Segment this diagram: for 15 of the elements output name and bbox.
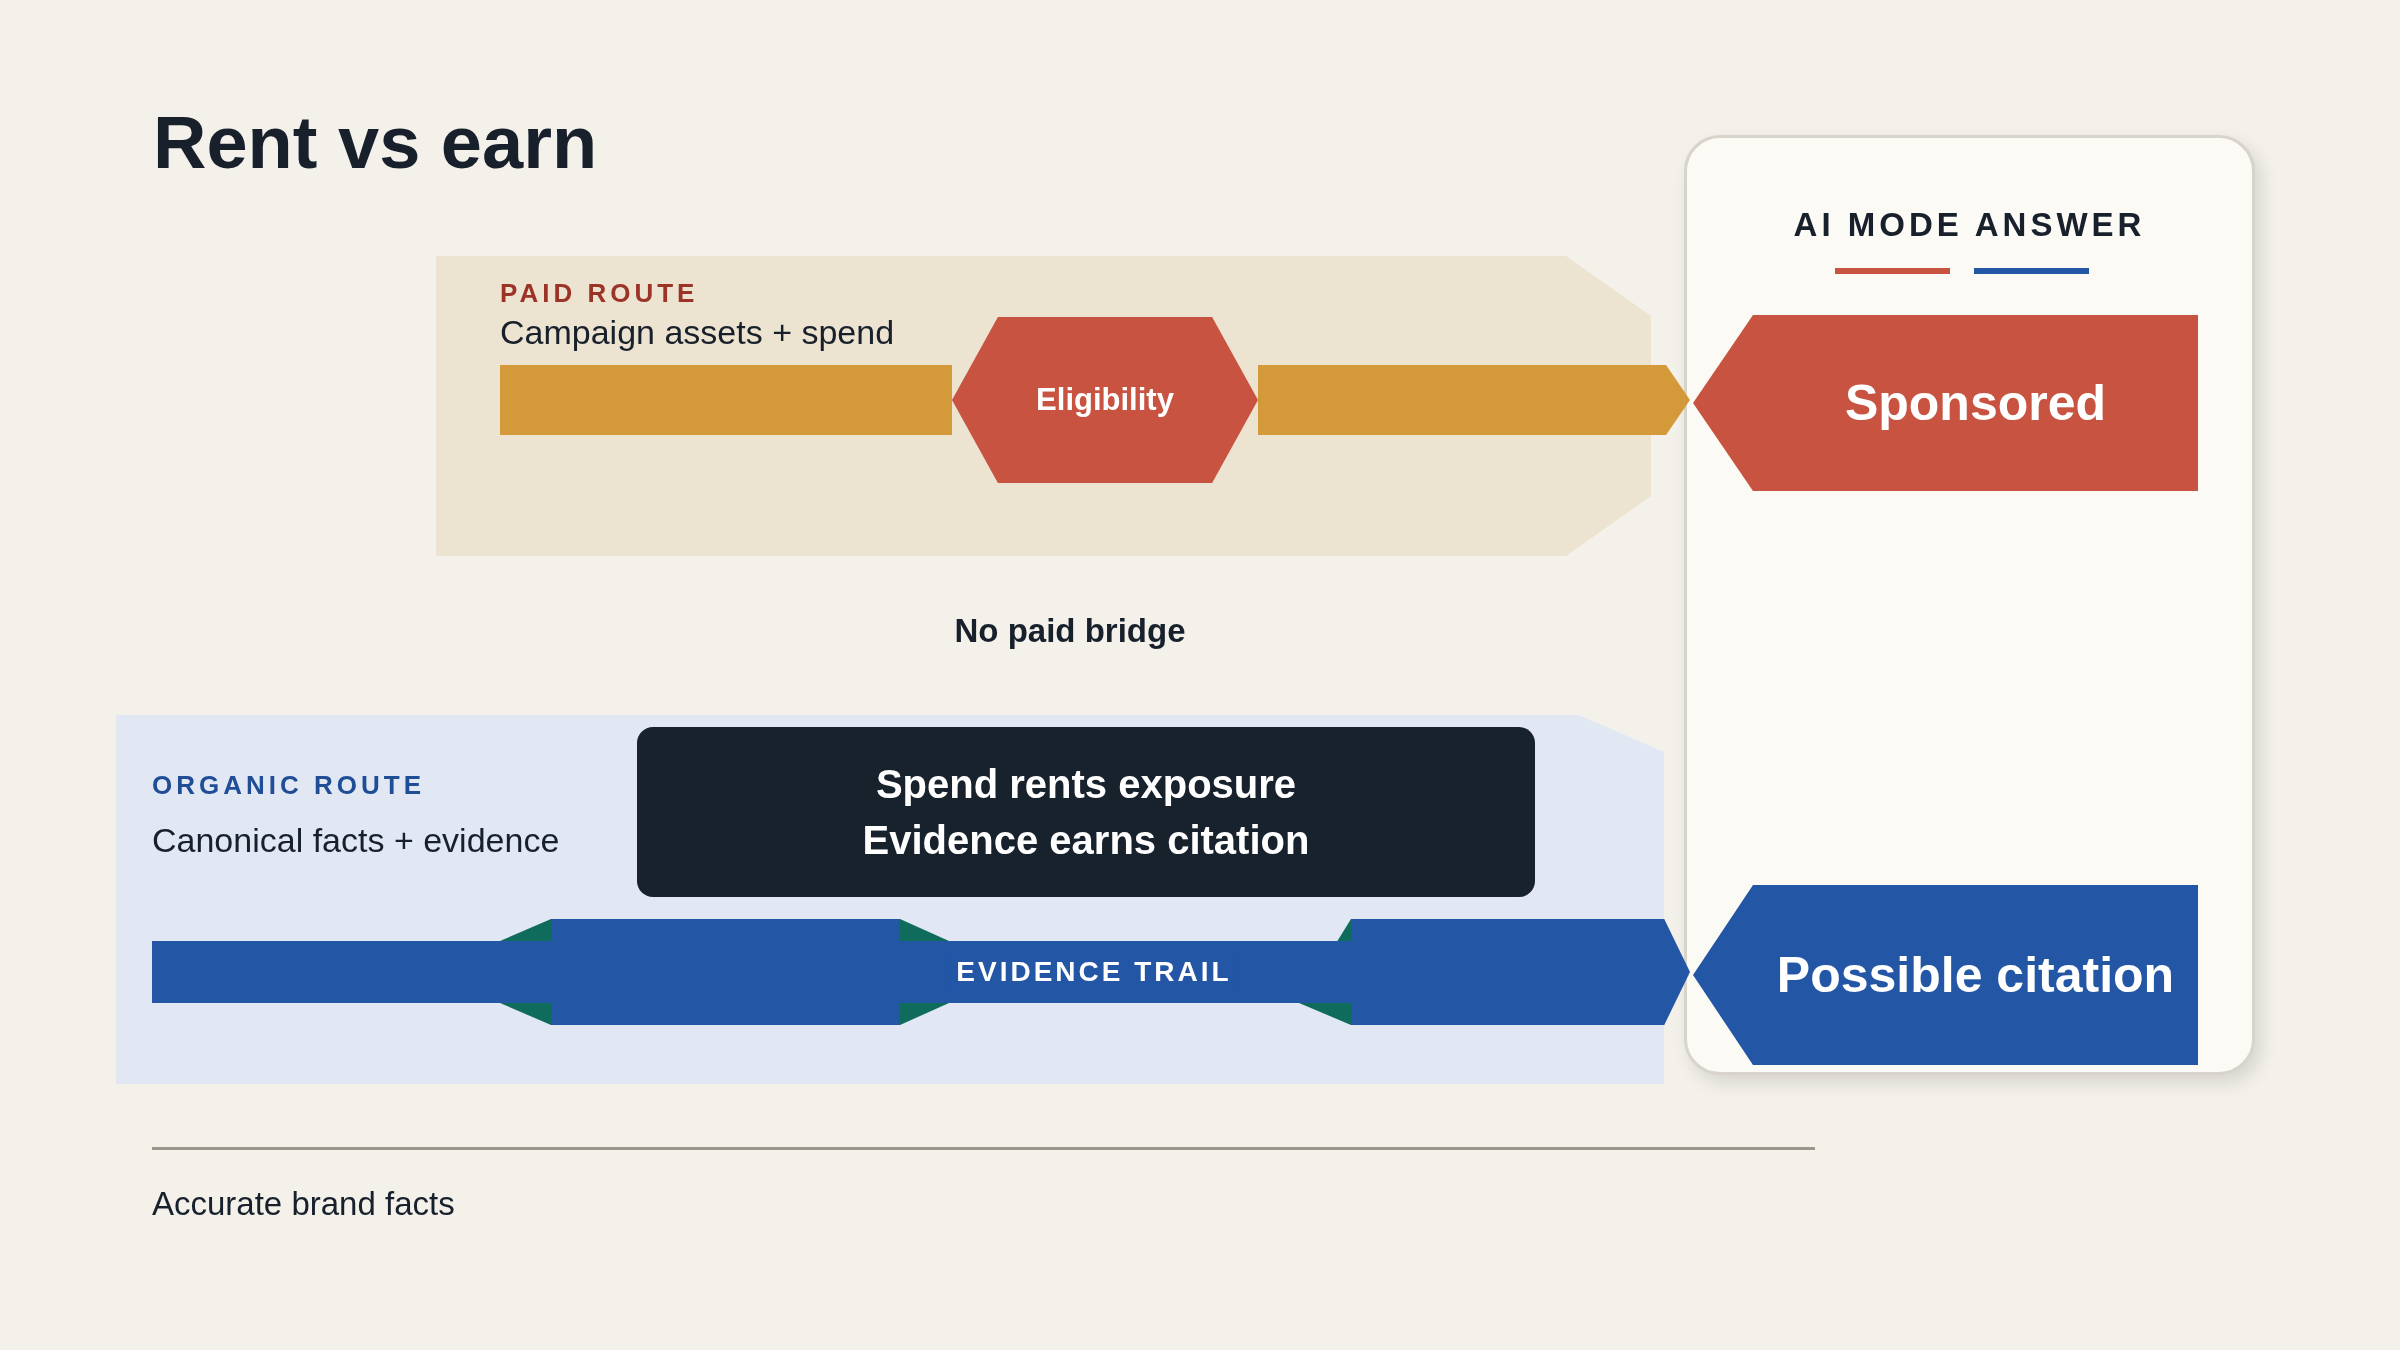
message-box [637,727,1535,897]
panel-heading: ORGANIC ROUTE [152,770,425,801]
arrow [152,918,1690,1026]
panel-subtitle: Canonical facts + evidence [152,821,560,860]
arrow [1258,365,1690,435]
message-text: Spend rents exposure Evidence earns citation [861,761,1311,864]
page-title: Rent vs earn [153,100,598,185]
answer-panel [1684,135,2255,1075]
panel-heading: AI MODE ANSWER [1792,206,2147,244]
note-text: No paid bridge [954,612,1186,650]
panel-heading: PAID ROUTE [500,278,699,309]
note-text: Accurate brand facts [152,1185,455,1223]
pointer-banner: Possible citation [1693,885,2198,1065]
pointer-banner: Sponsored [1693,315,2198,491]
panel-subtitle: Campaign assets + spend [500,313,895,352]
